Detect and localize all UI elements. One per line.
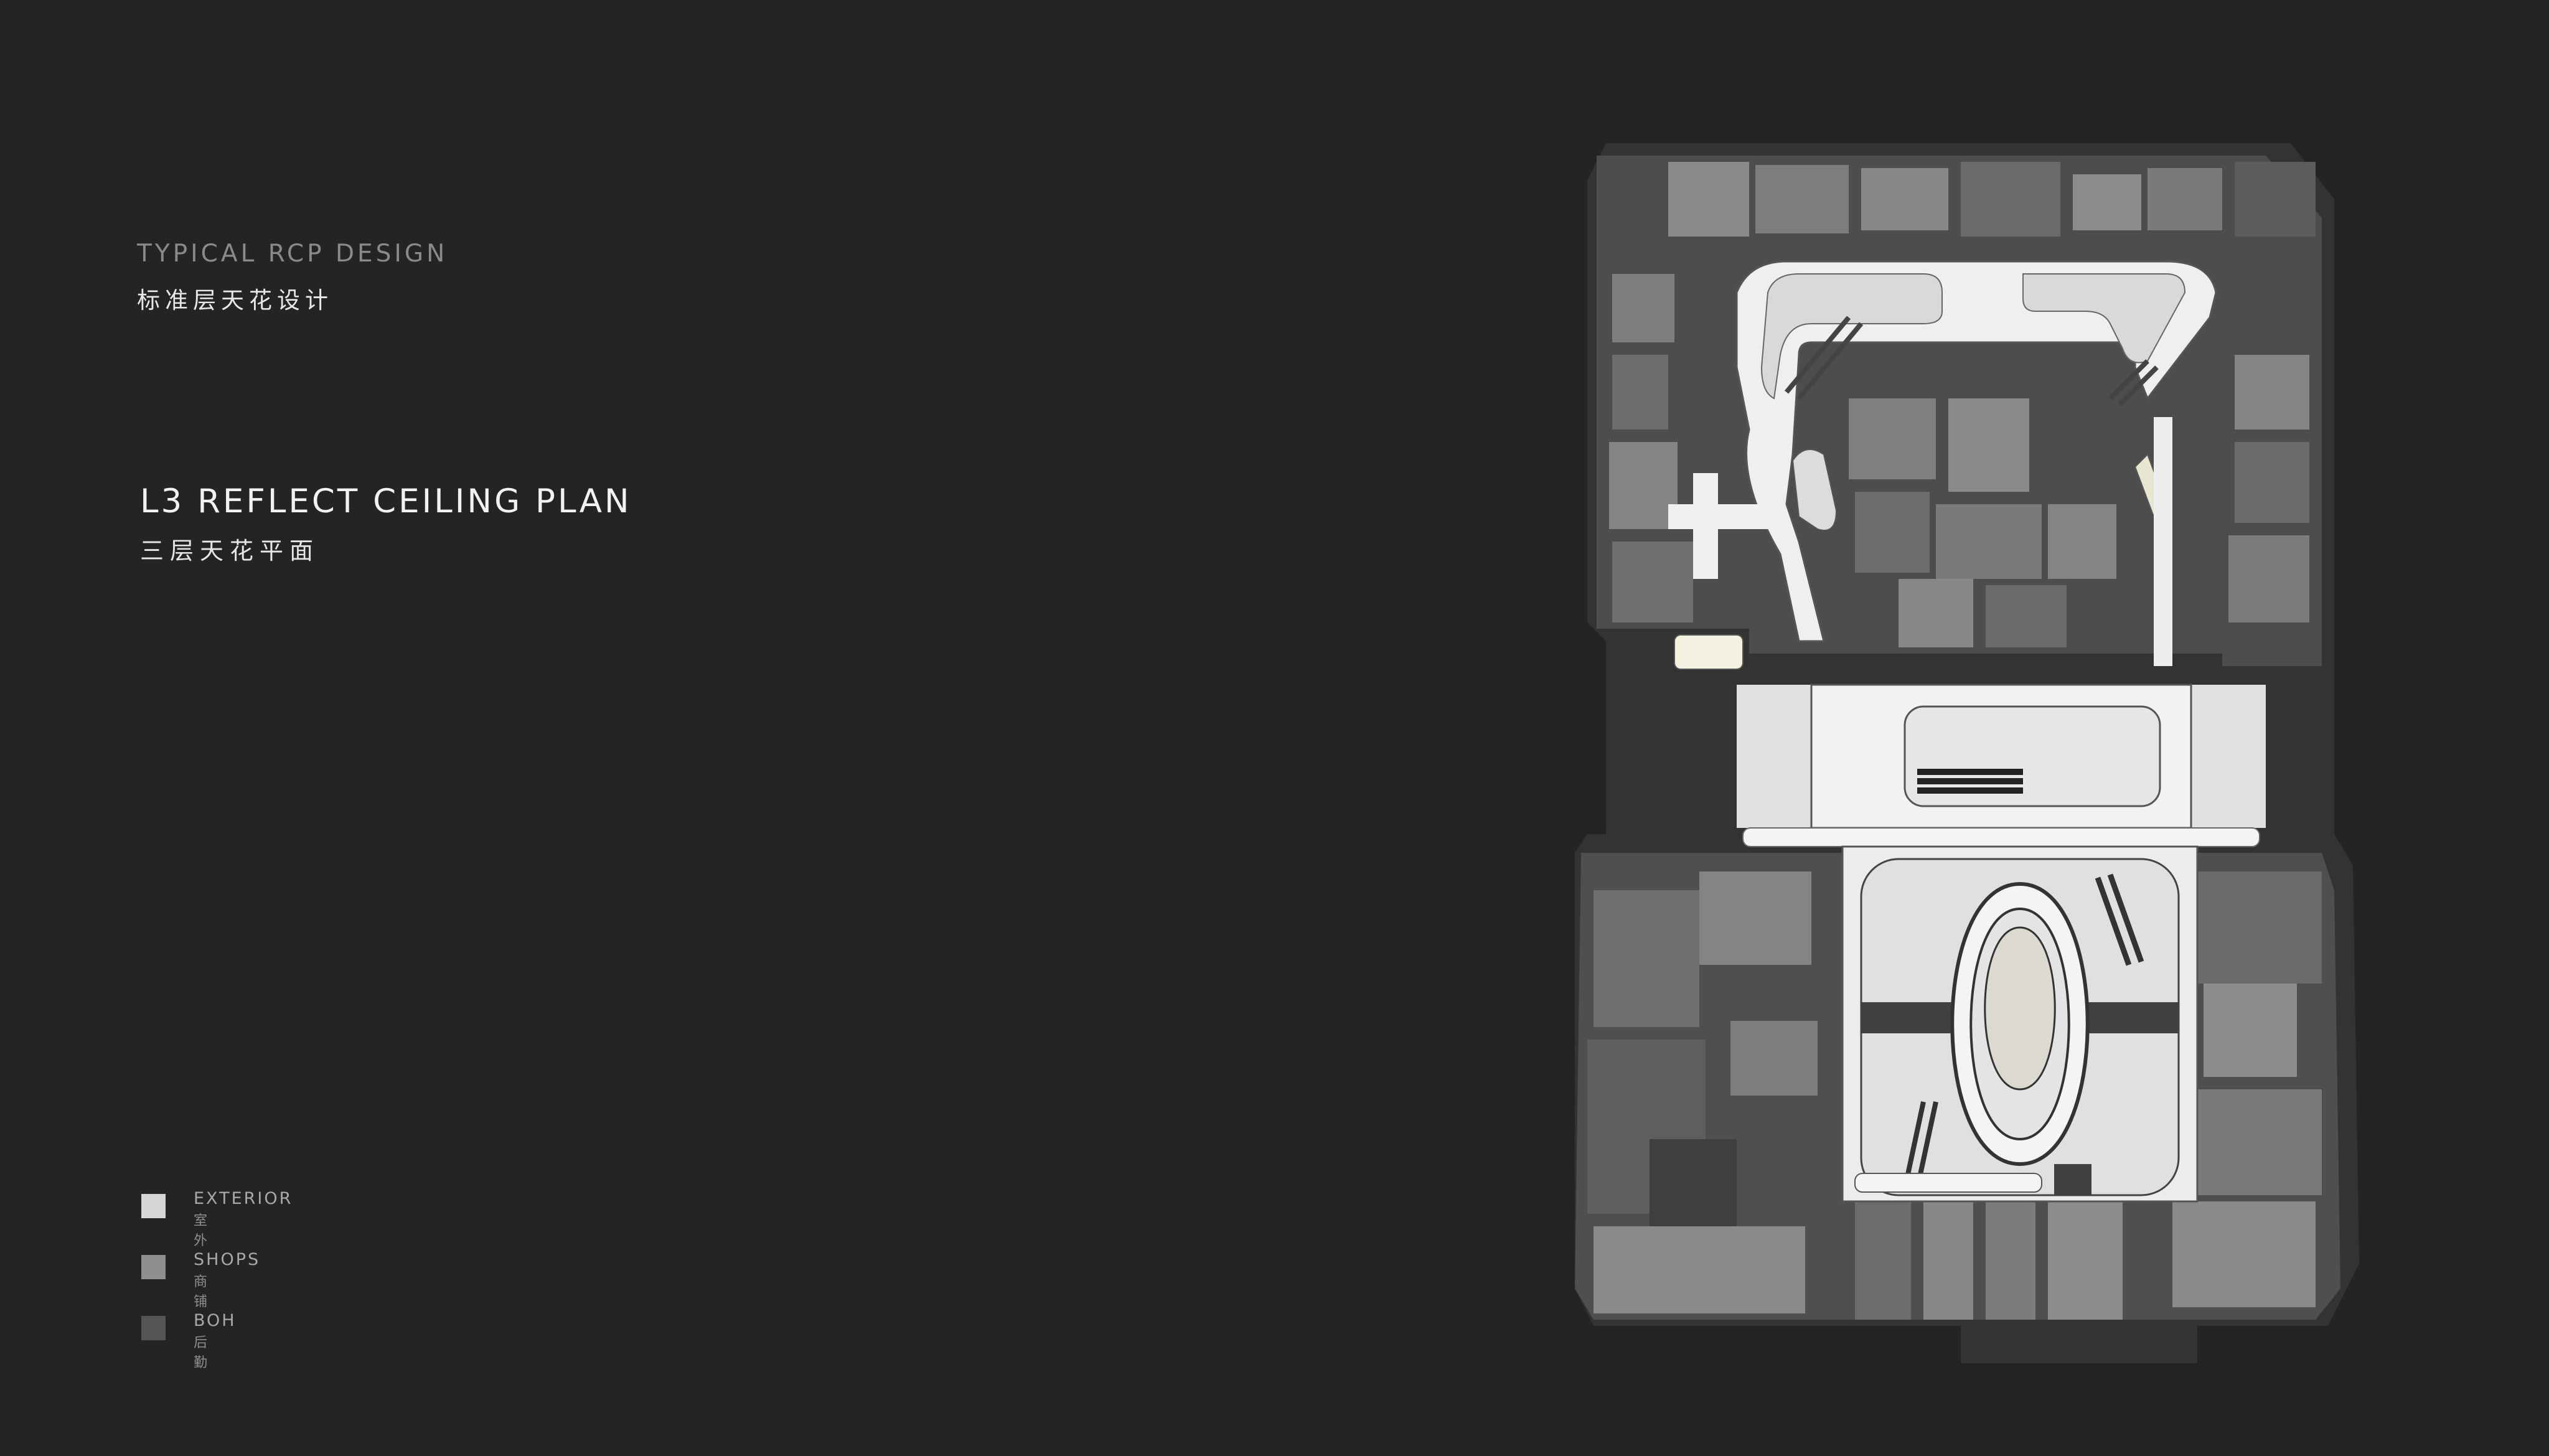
legend-swatch-boh: [141, 1316, 166, 1340]
legend-label-exterior-cn: 室外: [194, 1213, 210, 1249]
south-atrium: [1841, 845, 2199, 1203]
floor-plan: [1575, 143, 2359, 1363]
legend-swatch-exterior: [141, 1194, 166, 1218]
page-title: L3 REFLECT CEILING PLAN: [140, 482, 632, 520]
escalator-north-right: [2108, 359, 2159, 406]
central-plaza: [1737, 683, 2266, 847]
page-title-cn: 三层天花平面: [140, 537, 320, 565]
subtitle-en: TYPICAL RCP DESIGN: [137, 240, 448, 268]
escalator-north-left: [1784, 316, 1864, 400]
legend-label-exterior: EXTERIOR: [194, 1189, 293, 1208]
south-block: [1575, 853, 2340, 1320]
header-block: TYPICAL RCP DESIGN 标准层天花设计: [137, 240, 448, 315]
north-corridor: [1668, 260, 2217, 670]
legend-label-shops-cn: 商铺: [194, 1274, 210, 1310]
legend-label-boh: BOH: [194, 1311, 237, 1330]
north-block: [1597, 156, 2322, 666]
title-block: L3 REFLECT CEILING PLAN 三层天花平面: [140, 482, 632, 566]
legend-swatch-shops: [141, 1255, 166, 1279]
legend-label-boh-cn: 后勤: [194, 1335, 210, 1371]
legend-label-shops: SHOPS: [194, 1250, 261, 1269]
subtitle-cn: 标准层天花设计: [137, 287, 333, 314]
escalator-south-right: [2095, 873, 2144, 966]
